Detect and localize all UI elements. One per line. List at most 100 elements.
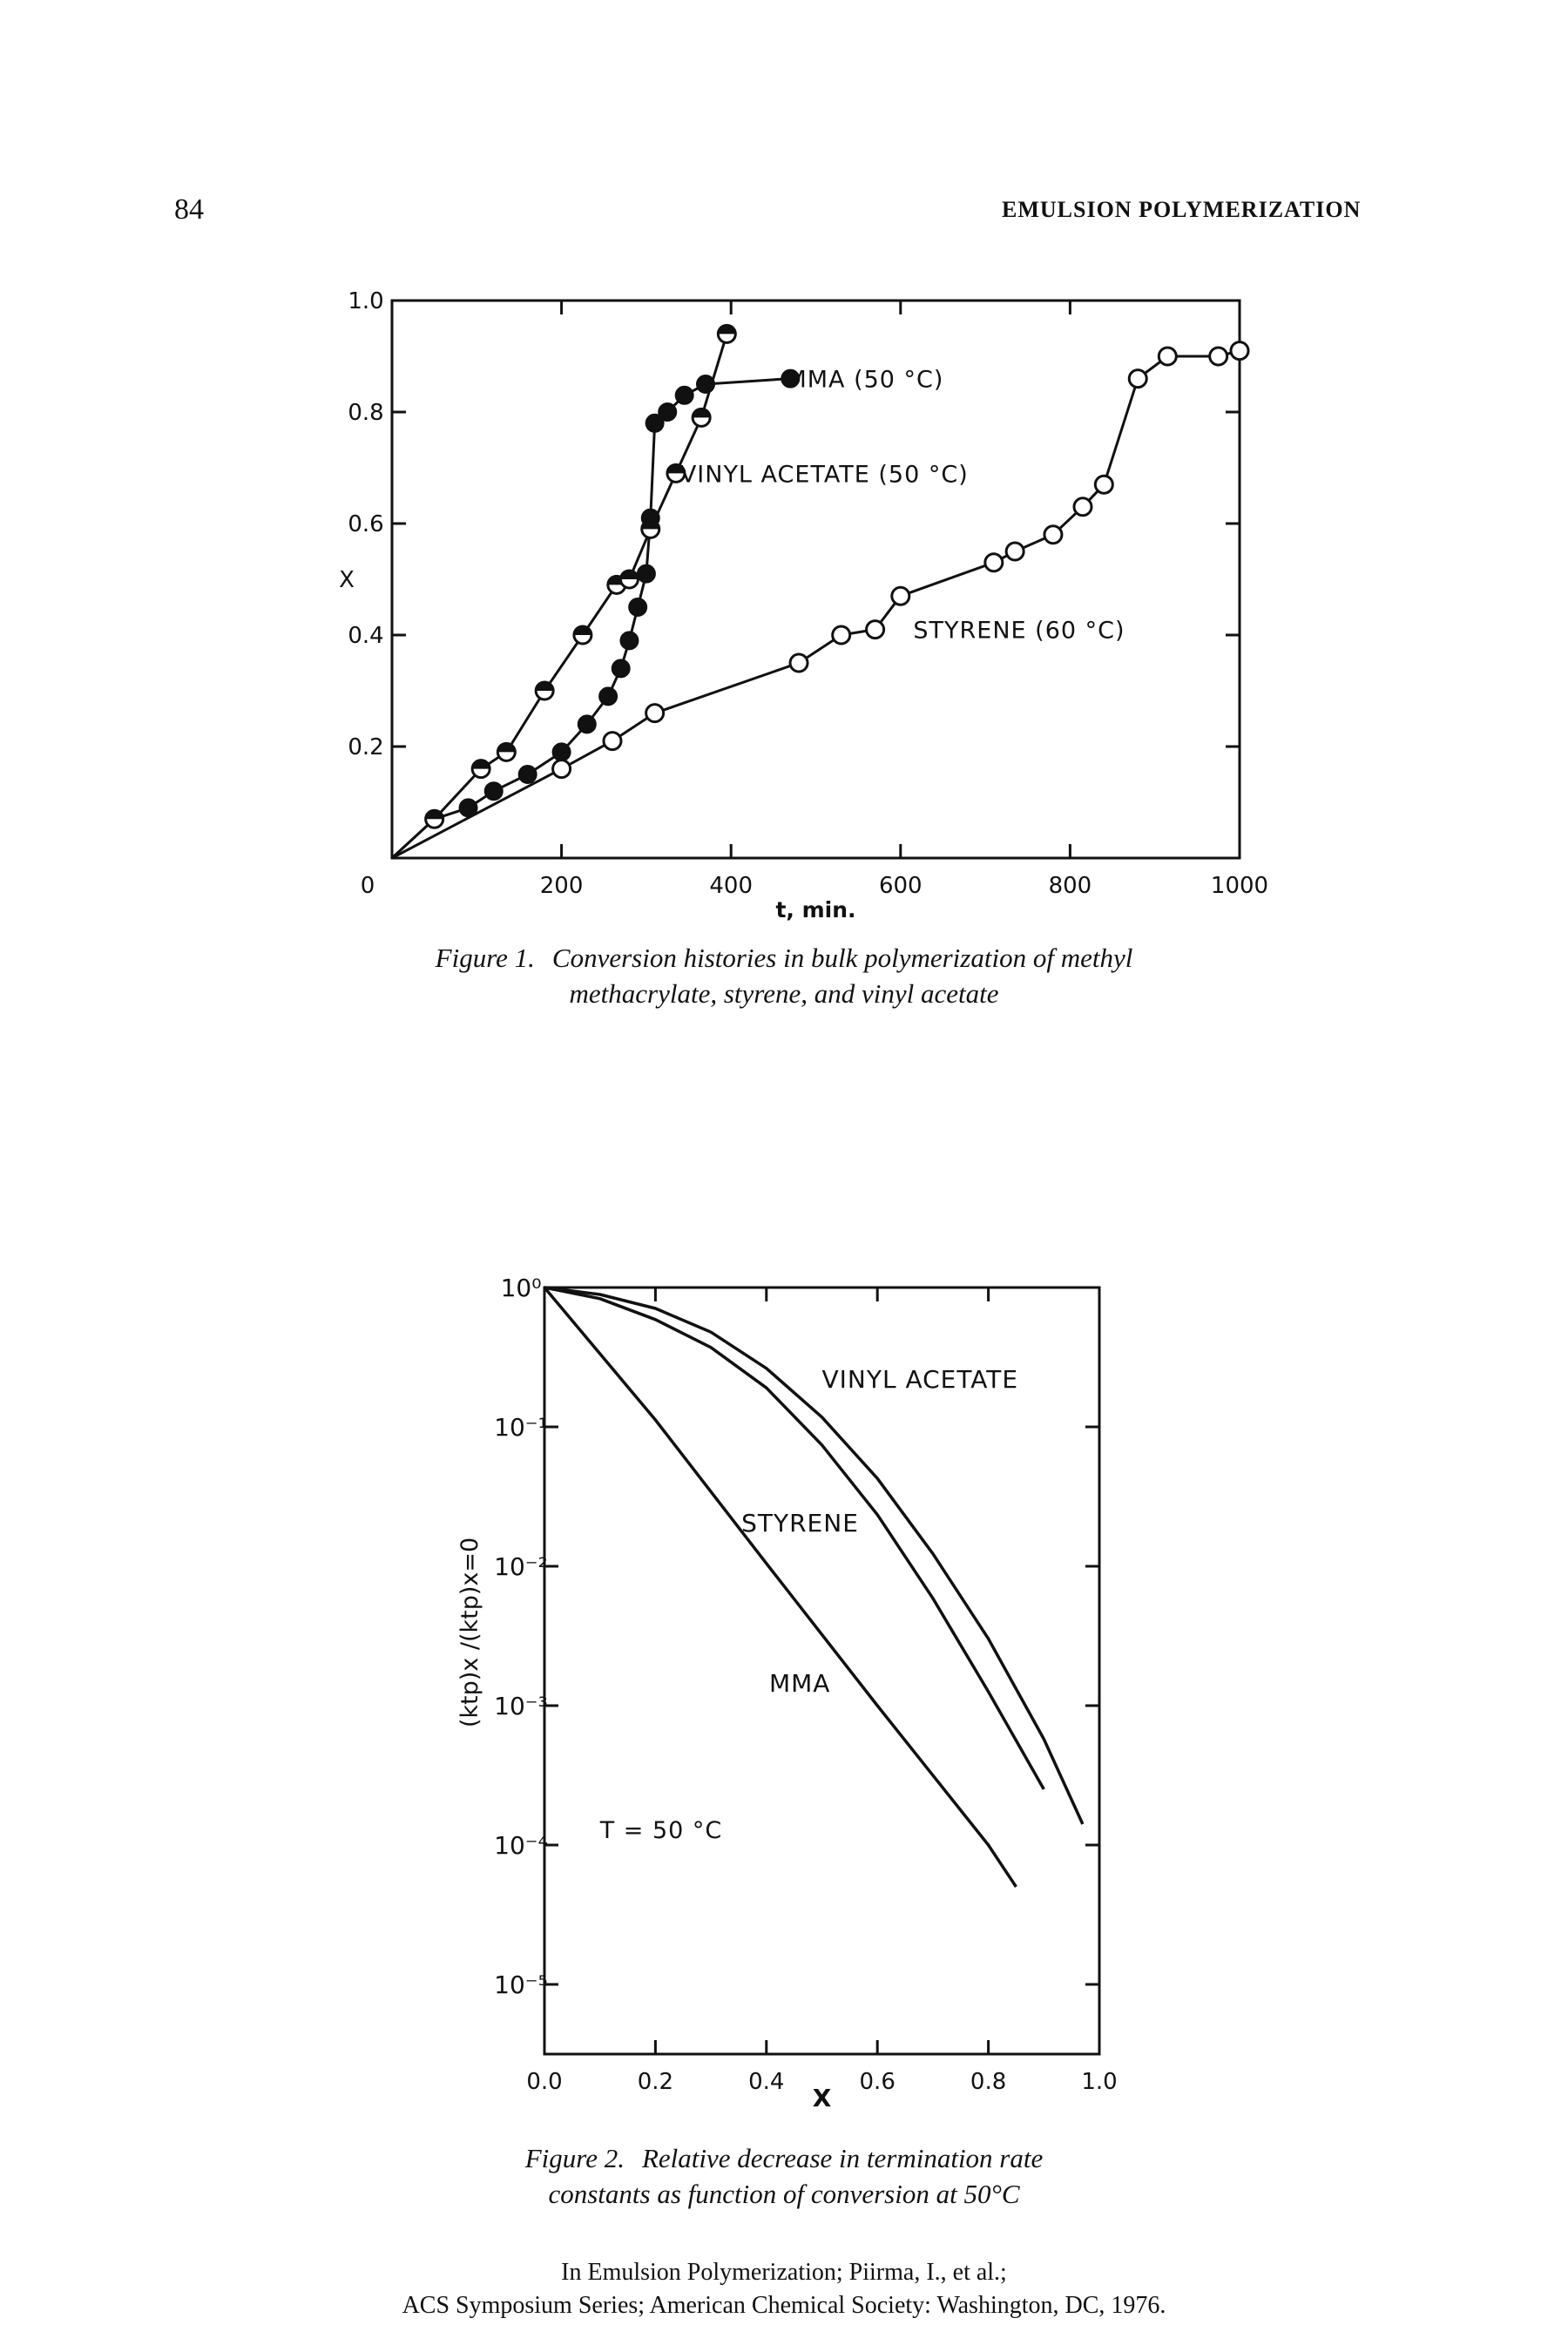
data-point [1093,474,1114,495]
data-point [611,659,631,679]
y-axis-label: (ktp)x /(ktp)x=0 [456,1538,483,1727]
temperature-annotation: T = 50 °C [599,1817,723,1844]
x-tick-label: 0.8 [970,2069,1006,2095]
data-point [645,703,666,724]
data-point [619,631,639,651]
y-tick-label: 10⁻⁵ [494,1970,548,1999]
series-mma [543,1286,1017,1888]
figure-2-caption-line2: constants as function of conversion at 5… [548,2178,1020,2209]
figure-1-caption-line1: Conversion histories in bulk polymerizat… [551,943,1133,973]
y-tick-label: 0.6 [348,511,383,537]
x-tick-label: 400 [709,873,753,899]
series-line [390,377,791,860]
series-line [544,1286,1085,1825]
series-line [544,1286,1045,1790]
data-point-half-fill [472,760,490,769]
x-tick-label: 0.6 [860,2069,896,2095]
series-styrene-60-c [391,341,1250,860]
data-point [1072,497,1093,517]
figure-2-label: Figure 2. [524,2143,625,2173]
x-tick-label: 800 [1049,873,1092,899]
data-point [1229,341,1250,362]
data-point-half-fill [693,409,711,418]
plot-frame [543,1286,1101,2056]
data-point [1004,541,1025,562]
y-tick-label: 0.4 [348,623,383,649]
x-tick-label: 0.2 [638,2069,673,2095]
data-point [658,402,678,422]
series-vinyl-acetate-50-c [390,323,737,860]
page-number: 84 [174,193,204,226]
y-tick-label: 10⁻³ [494,1692,548,1720]
figure-2-chart: 0.0 0.2 0.4 0.6 0.8 1.0 10⁰ 10⁻¹ 10⁻² 10⁻³ 10⁻⁴ 10⁻… [456,1274,1118,2112]
series-label: STYRENE (60 °C) [913,618,1125,645]
series-label: VINYL ACETATE [822,1365,1019,1394]
data-point [577,714,597,734]
data-point [983,552,1004,573]
data-point-half-fill [666,464,685,474]
y-axis-label: X [339,567,355,593]
x-tick-label: 0.4 [748,2069,784,2095]
x-axis-label: t, min. [775,897,855,923]
series-styrene [544,1286,1045,1790]
x-tick-label: 0 [361,873,375,899]
figure-1-label: Figure 1. [435,943,535,973]
citation-footer: In Emulsion Polymerization; Piirma, I., … [0,2256,1568,2322]
y-tick-label: 0.8 [348,400,383,426]
data-point [1127,368,1148,389]
series-line [391,349,1240,860]
data-point-half-fill [718,325,736,335]
data-point [551,759,572,780]
x-tick-label: 600 [879,873,923,899]
figure-1-caption: Figure 1. Conversion histories in bulk po… [261,941,1307,1012]
series-line [543,1286,1017,1888]
y-tick-label: 10⁻¹ [494,1413,548,1442]
data-point [1043,524,1064,545]
footer-line-2: ACS Symposium Series; American Chemical … [402,2291,1166,2319]
series-vinyl-acetate [544,1286,1085,1825]
y-tick-label: 10⁰ [501,1274,542,1302]
series-line [390,333,728,860]
data-point [645,413,665,433]
data-point [865,619,886,640]
data-point [831,625,852,645]
figure-1-caption-line2: methacrylate, styrene, and vinyl acetate [569,977,999,1009]
series-label: VINYL ACETATE (50 °C) [680,461,969,488]
data-point [628,598,648,617]
data-point-half-fill [536,682,554,691]
data-point-half-fill [641,520,659,530]
running-head: EMULSION POLYMERIZATION [1002,197,1362,222]
y-tick-label: 0.2 [348,734,383,760]
data-point [1208,346,1229,367]
figure-1-chart: 0 200 400 600 800 1000 0.2 0.4 0.6 0.8 1.0 t, min. X… [339,288,1268,923]
data-point-half-fill [620,571,639,579]
series-label: MMA [769,1669,830,1698]
data-point [781,368,801,389]
data-point-half-fill [425,810,443,820]
data-point-half-fill [497,743,516,753]
data-point [517,765,537,784]
data-point [636,564,656,584]
plot-frame [390,299,1241,860]
x-tick-label: 200 [540,873,584,899]
data-point [1157,346,1178,367]
data-point [788,652,809,673]
data-point [674,385,694,405]
y-tick-label: 10⁻² [494,1552,548,1581]
series-label: MMA (50 °C) [786,367,943,394]
data-point [598,686,618,706]
data-point [890,585,911,606]
footer-line-1: In Emulsion Polymerization; Piirma, I., … [561,2259,1007,2286]
x-tick-label: 1000 [1211,873,1268,899]
x-tick-label: 0.0 [526,2069,562,2095]
y-tick-label: 10⁻⁴ [494,1831,548,1860]
data-point [551,742,571,762]
x-axis-label: X [813,2084,832,2112]
series-label: STYRENE [741,1509,859,1538]
y-tick-label: 1.0 [348,288,383,314]
data-point-half-fill [573,626,591,635]
figure-2-caption-line1: Relative decrease in termination rate [641,2143,1044,2173]
data-point [602,731,623,752]
x-tick-label: 1.0 [1081,2069,1117,2095]
data-point [483,781,504,801]
